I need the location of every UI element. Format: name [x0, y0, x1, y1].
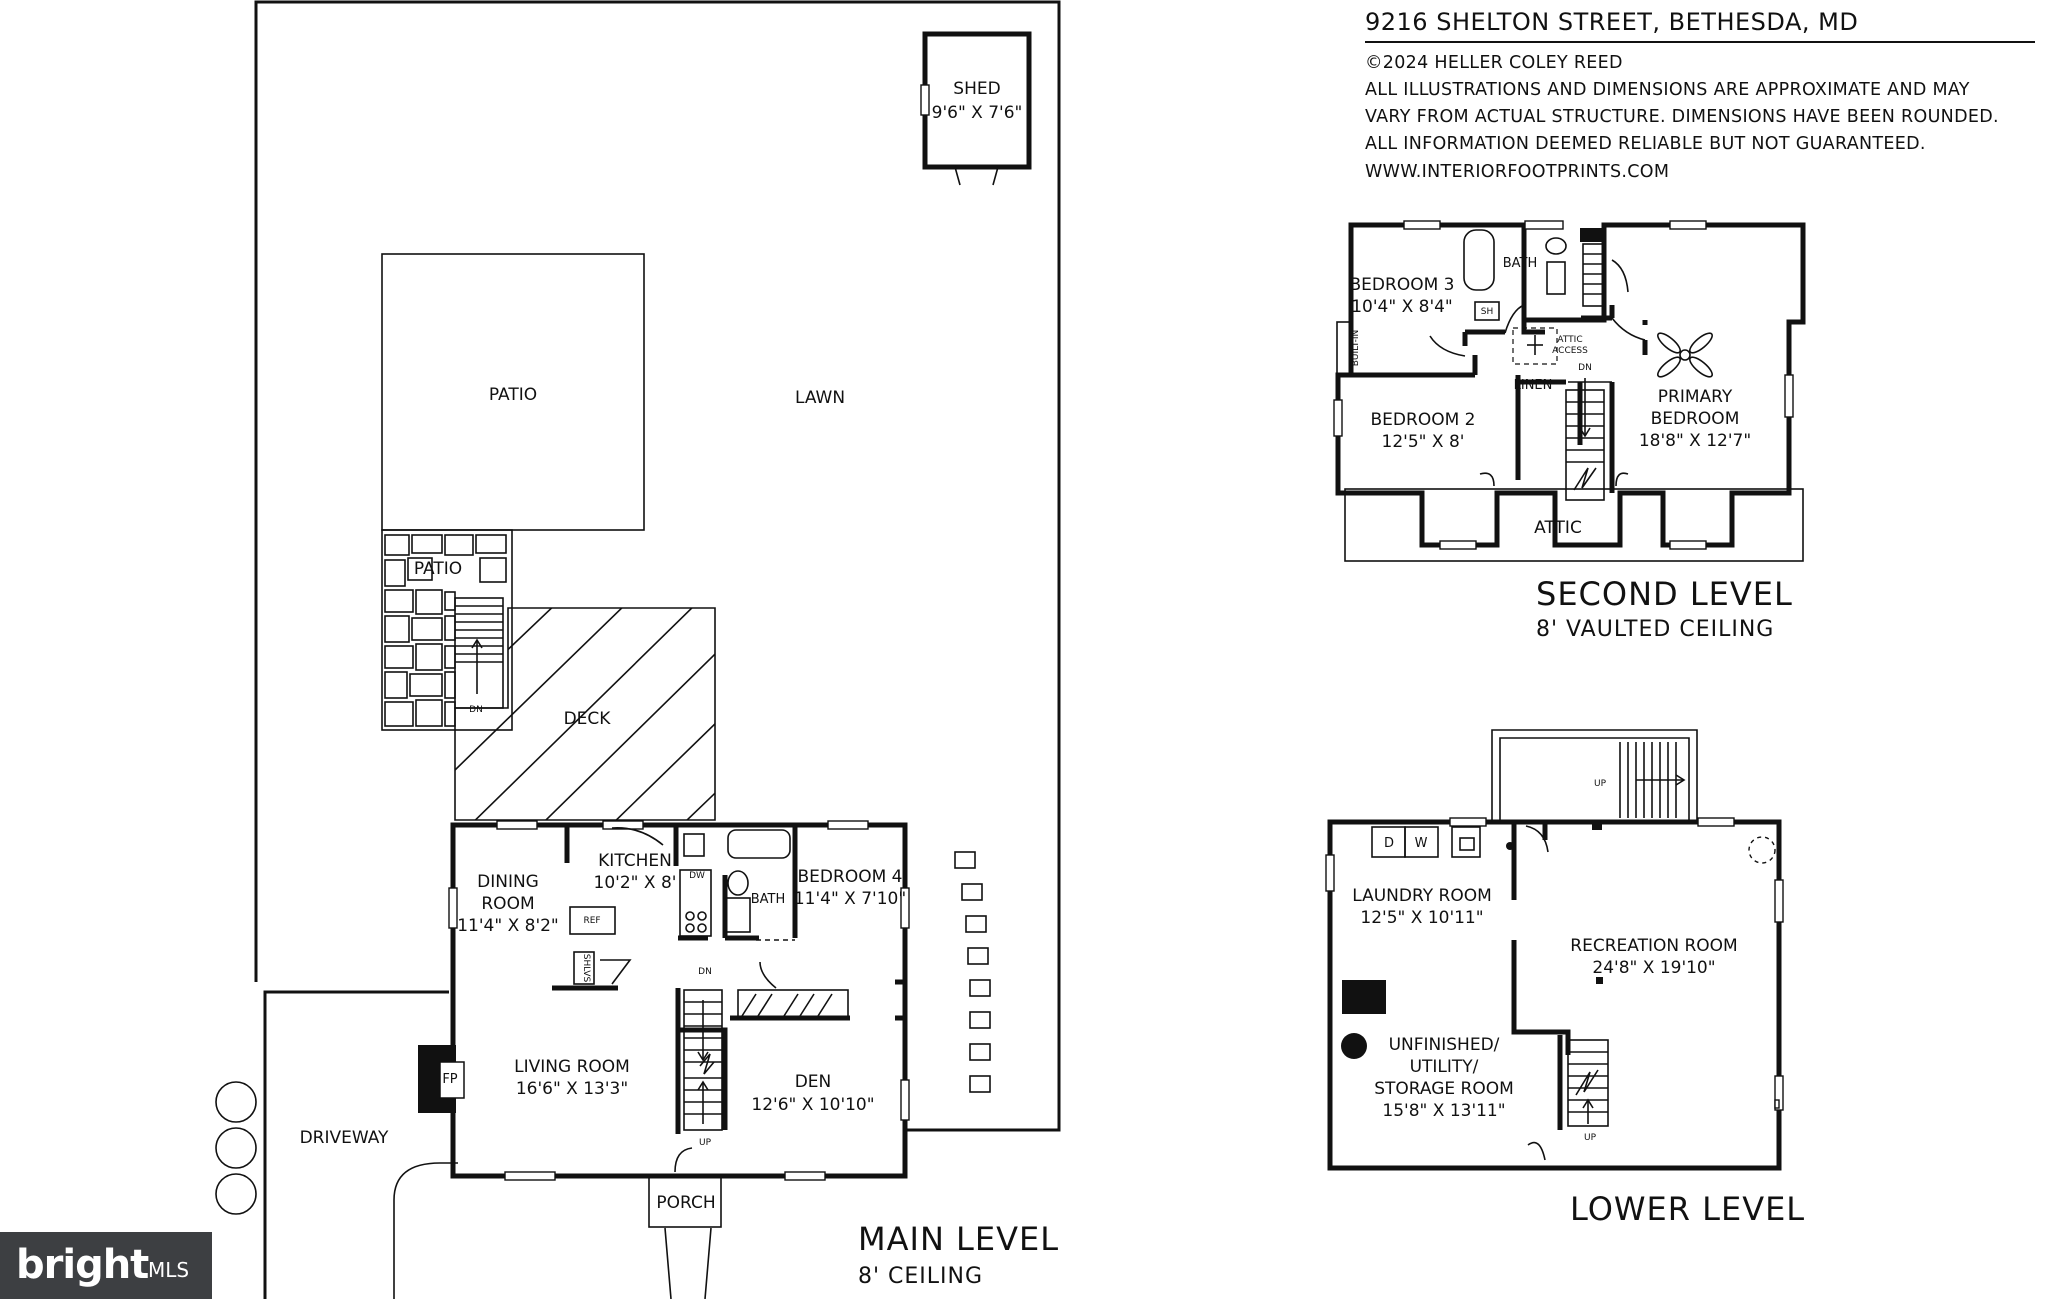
attic-access-label-1: ATTIC — [1557, 335, 1582, 345]
second-level-plan — [1333, 220, 1806, 562]
main-level-house — [418, 820, 910, 1181]
utility-room-dims: 15'8" X 13'11" — [1382, 1101, 1505, 1121]
builtin-label: BUILT-IN — [1351, 330, 1361, 367]
dw-label: DW — [689, 871, 705, 881]
primary-bedroom-label-1: PRIMARY — [1658, 387, 1733, 407]
bedroom4-label: BEDROOM 4 — [798, 867, 903, 887]
recreation-room-dims: 24'8" X 19'10" — [1592, 958, 1715, 978]
deck — [454, 607, 716, 821]
bedroom4-dims: 11'4" X 7'10" — [794, 889, 906, 909]
den-label: DEN — [795, 1072, 832, 1092]
primary-bedroom-label-2: BEDROOM — [1651, 409, 1740, 429]
stone-patio-label: PATIO — [414, 559, 462, 579]
washer-label: W — [1415, 836, 1428, 851]
ceiling-fan-icon — [1657, 332, 1713, 378]
second-bath-label: BATH — [1503, 256, 1538, 271]
stepping-stones — [954, 851, 991, 1093]
disclaimer-line-3: ALL INFORMATION DEEMED RELIABLE BUT NOT … — [1365, 134, 1926, 154]
patio-label: PATIO — [489, 385, 537, 405]
bright-mls-logo: bright MLS — [0, 1232, 212, 1299]
main-stairs-up-label: UP — [699, 1138, 712, 1148]
living-room-dims: 16'6" X 13'3" — [516, 1079, 628, 1099]
shower-label: SH — [1481, 307, 1493, 317]
lower-level-plan — [1325, 729, 1784, 1171]
living-room-label: LIVING ROOM — [514, 1057, 630, 1077]
second-level-title: SECOND LEVEL — [1536, 575, 1793, 613]
trees — [215, 1081, 257, 1215]
lower-level-title: LOWER LEVEL — [1570, 1190, 1805, 1228]
kitchen-label: KITCHEN — [598, 851, 672, 871]
linen-label: LINEN — [1514, 378, 1553, 393]
main-stairs-dn-label: DN — [698, 967, 712, 977]
lower-stairs-up-label: UP — [1584, 1133, 1597, 1143]
lower-stairs — [1567, 1039, 1609, 1127]
mls-logo-text: MLS — [148, 1258, 190, 1282]
bedroom2-dims: 12'5" X 8' — [1382, 432, 1465, 452]
ref-label: REF — [583, 916, 600, 926]
bright-logo-text: bright — [16, 1242, 149, 1288]
bedroom3-dims: 10'4" X 8'4" — [1351, 297, 1453, 317]
deck-stairs-dn-label: DN — [469, 705, 483, 715]
porch-label: PORCH — [656, 1193, 715, 1213]
copyright-text: ©2024 HELLER COLEY REED — [1365, 53, 1623, 73]
recreation-room-label: RECREATION ROOM — [1570, 936, 1737, 956]
fireplace-label: FP — [442, 1072, 457, 1087]
disclaimer-line-2: VARY FROM ACTUAL STRUCTURE. DIMENSIONS H… — [1365, 107, 1999, 127]
shelves-label: SHLVS — [581, 954, 591, 983]
dryer-label: D — [1384, 836, 1394, 851]
main-level-ceiling: 8' CEILING — [858, 1264, 983, 1289]
shed-label: SHED — [953, 79, 1000, 99]
address-title: 9216 SHELTON STREET, BETHESDA, MD — [1365, 8, 1858, 36]
main-stairs — [683, 989, 723, 1131]
second-stairs — [1565, 243, 1605, 501]
utility-room-label-1: UNFINISHED/ — [1389, 1035, 1500, 1055]
lawn-label: LAWN — [795, 388, 845, 408]
main-bath-label: BATH — [751, 892, 786, 907]
attic-label: ATTIC — [1534, 518, 1582, 538]
dining-label-2: ROOM — [481, 894, 534, 914]
lower-top-up-label: UP — [1594, 779, 1607, 789]
lower-exterior-stairs — [1619, 742, 1686, 818]
shed-dims: 9'6" X 7'6" — [932, 103, 1023, 123]
website-text: WWW.INTERIORFOOTPRINTS.COM — [1365, 162, 1669, 182]
dining-dims: 11'4" X 8'2" — [457, 916, 559, 936]
patio — [381, 253, 645, 531]
disclaimer-line-1: ALL ILLUSTRATIONS AND DIMENSIONS ARE APP… — [1365, 80, 1970, 100]
deck-label: DECK — [564, 709, 612, 729]
bedroom2-label: BEDROOM 2 — [1371, 410, 1476, 430]
dining-label-1: DINING — [477, 872, 539, 892]
utility-room-label-2: UTILITY/ — [1410, 1057, 1479, 1077]
second-level-ceiling: 8' VAULTED CEILING — [1536, 617, 1774, 642]
laundry-room-dims: 12'5" X 10'11" — [1360, 908, 1483, 928]
attic-access-label-2: ACCESS — [1552, 346, 1588, 356]
driveway-label: DRIVEWAY — [300, 1128, 389, 1148]
den-dims: 12'6" X 10'10" — [751, 1095, 874, 1115]
stone-patio — [381, 529, 513, 731]
laundry-room-label: LAUNDRY ROOM — [1352, 886, 1492, 906]
deck-stairs — [454, 597, 504, 709]
bedroom3-label: BEDROOM 3 — [1350, 275, 1455, 295]
utility-room-label-3: STORAGE ROOM — [1374, 1079, 1514, 1099]
kitchen-dims: 10'2" X 8' — [594, 873, 677, 893]
shed — [922, 31, 1032, 170]
second-stairs-dn-label: DN — [1578, 363, 1592, 373]
primary-bedroom-dims: 18'8" X 12'7" — [1639, 431, 1751, 451]
main-level-site — [215, 0, 1061, 1299]
main-level-title: MAIN LEVEL — [858, 1220, 1059, 1258]
